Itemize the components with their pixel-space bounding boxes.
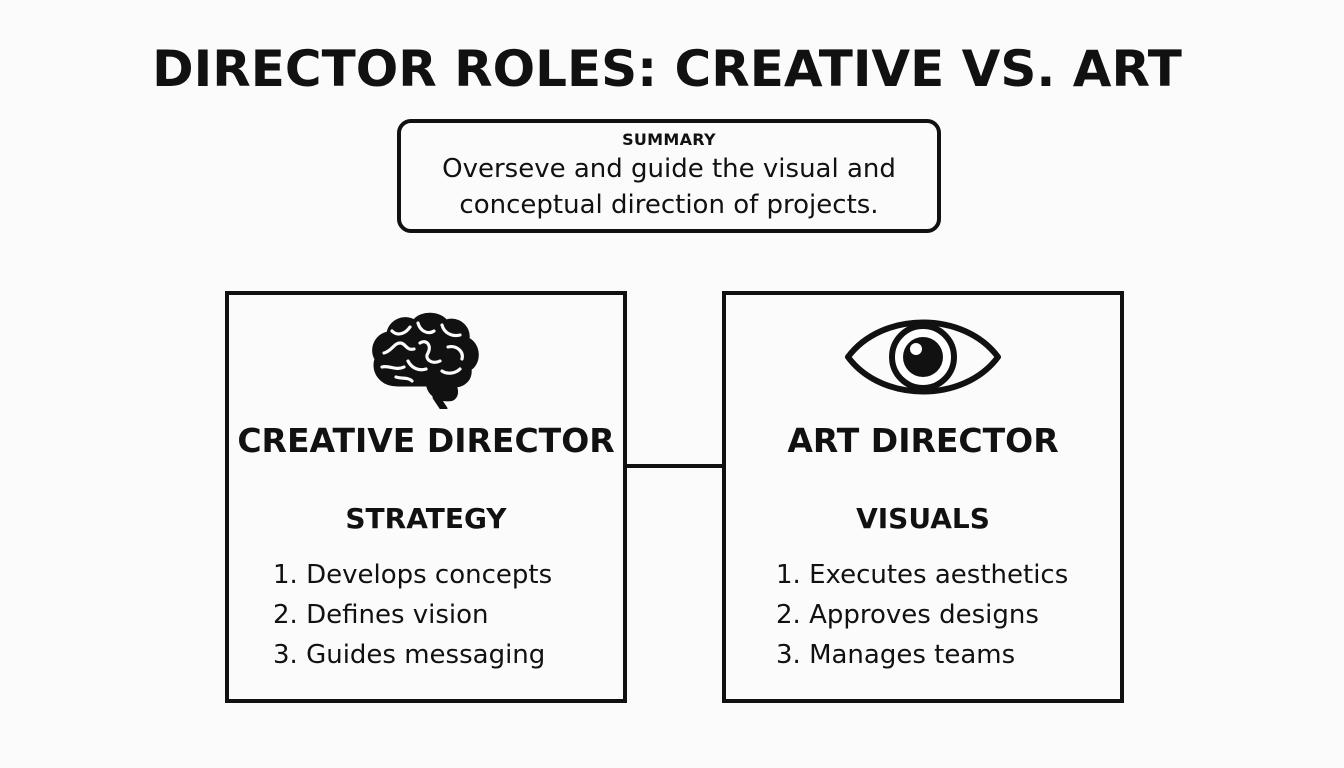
page-title: DIRECTOR ROLES: CREATIVE VS. ART — [152, 40, 1182, 98]
creative-director-card: CREATIVE DIRECTOR STRATEGY 1. Develops c… — [225, 291, 627, 703]
list-item: 3. Manages teams — [776, 640, 1016, 670]
summary-line-2: conceptual direction of projects. — [459, 190, 879, 220]
art-director-focus: VISUALS — [856, 502, 990, 535]
summary-text: Overseve and guide the visual and concep… — [401, 151, 937, 223]
summary-line-1: Overseve and guide the visual and — [442, 154, 896, 184]
brain-icon — [370, 309, 482, 409]
art-director-title: ART DIRECTOR — [787, 421, 1059, 460]
art-director-card: ART DIRECTOR VISUALS 1. Executes aesthet… — [722, 291, 1124, 703]
list-item: 2. Approves designs — [776, 600, 1039, 630]
list-item: 2. Defines vision — [273, 600, 489, 630]
eye-icon — [842, 317, 1004, 397]
art-director-list: 1. Executes aesthetics 2. Approves desig… — [776, 555, 1068, 675]
list-item: 1. Executes aesthetics — [776, 560, 1069, 590]
list-item: 3. Guides messaging — [273, 640, 546, 670]
summary-box: SUMMARY Overseve and guide the visual an… — [397, 119, 941, 233]
creative-director-title: CREATIVE DIRECTOR — [237, 421, 615, 460]
summary-label: SUMMARY — [622, 130, 716, 149]
connector-line — [625, 464, 725, 468]
creative-director-list: 1. Develops concepts 2. Defines vision 3… — [273, 555, 552, 675]
creative-director-focus: STRATEGY — [345, 502, 507, 535]
list-item: 1. Develops concepts — [273, 560, 553, 590]
